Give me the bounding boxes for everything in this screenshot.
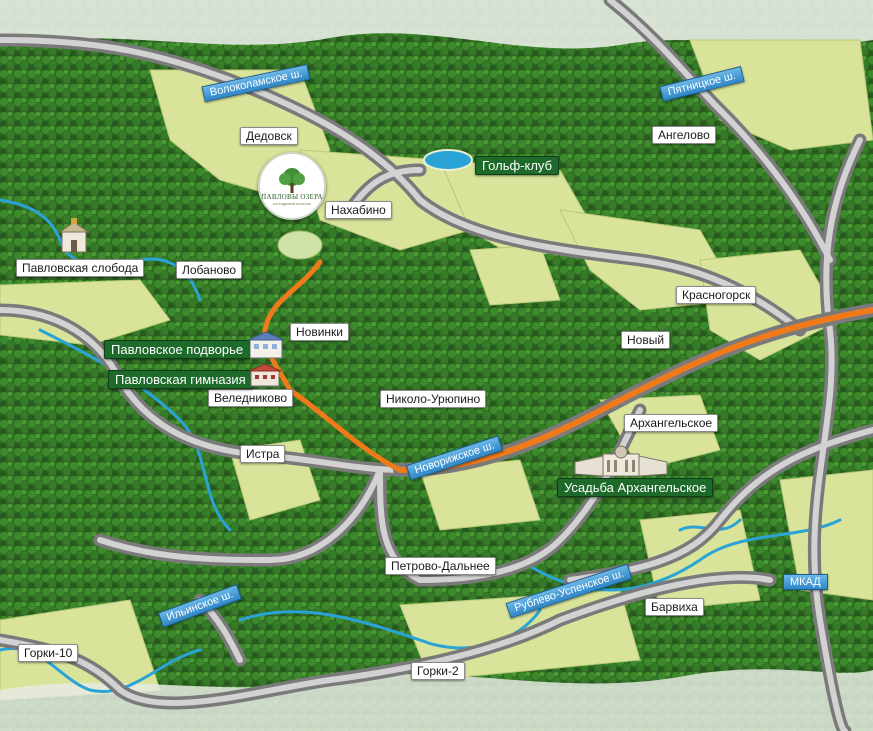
highway-shield-mkad: МКАД xyxy=(783,574,828,590)
place-label-novy[interactable]: Новый xyxy=(621,331,671,349)
poi-label-golf-club[interactable]: Гольф-клуб xyxy=(475,156,560,175)
place-label-gorki-2[interactable]: Горки-2 xyxy=(411,662,465,680)
place-label-petrovo-dalnee[interactable]: Петрово-Дальнее xyxy=(385,557,496,575)
place-label-pavlovskaya-sloboda[interactable]: Павловская слобода xyxy=(16,259,145,277)
church-icon xyxy=(58,218,90,253)
poi-label-pavlovskaya-gymnasium[interactable]: Павловская гимназия xyxy=(108,370,253,389)
place-label-nakhabino[interactable]: Нахабино xyxy=(325,201,392,219)
tree-icon xyxy=(279,167,305,193)
logo-title: ПАВЛОВЫ ОЗЕРА xyxy=(261,192,323,201)
place-label-angelovo[interactable]: Ангелово xyxy=(652,126,716,144)
poi-label-usadba-arkhangelskoe[interactable]: Усадьба Архангельское xyxy=(557,478,714,497)
gymnasium-building-icon xyxy=(248,363,282,387)
place-label-barvikha[interactable]: Барвиха xyxy=(645,598,704,616)
logo-subtitle: коттеджный поселок xyxy=(273,200,311,206)
place-label-arkhangelskoe[interactable]: Архангельское xyxy=(624,414,719,432)
place-label-novinki[interactable]: Новинки xyxy=(290,323,349,341)
arkhangelskoe-palace-icon xyxy=(574,445,668,477)
pavlovy-ozera-logo-icon[interactable]: ПАВЛОВЫ ОЗЕРА коттеджный поселок xyxy=(258,152,326,220)
podvorye-building-icon xyxy=(247,331,285,359)
poi-label-pavlovskoe-podvorye[interactable]: Павловское подворье xyxy=(104,340,251,359)
place-label-krasnogorsk[interactable]: Красногорск xyxy=(676,286,757,304)
place-label-dedovsk[interactable]: Дедовск xyxy=(240,127,298,145)
place-label-velednikovo[interactable]: Веледниково xyxy=(208,389,293,407)
place-label-nikolo-uryupino[interactable]: Николо-Урюпино xyxy=(380,390,487,408)
place-label-gorki-10[interactable]: Горки-10 xyxy=(18,644,79,662)
place-label-lobanovo[interactable]: Лобаново xyxy=(176,261,243,279)
place-label-istra[interactable]: Истра xyxy=(240,445,286,463)
